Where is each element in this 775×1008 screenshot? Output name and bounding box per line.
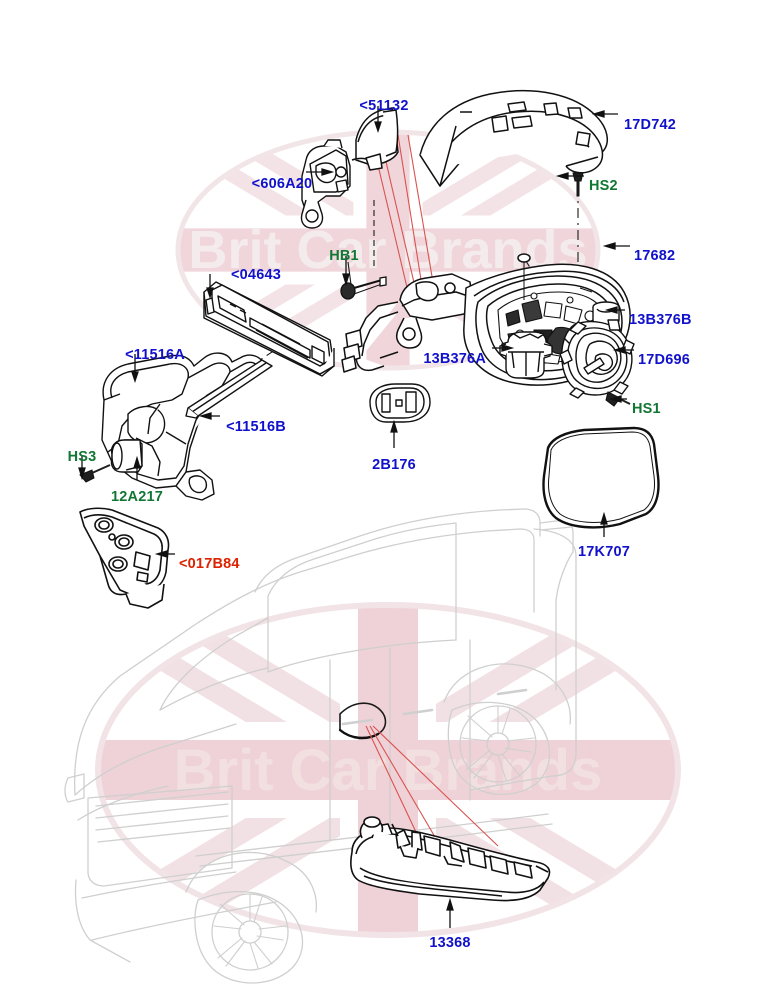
- part-label-606A20[interactable]: <606A20: [251, 176, 313, 192]
- part-HS2[interactable]: [572, 172, 584, 197]
- part-17D696[interactable]: [559, 319, 635, 399]
- part-label-11516B[interactable]: <11516B: [226, 419, 286, 435]
- fastener-label-HB1[interactable]: HB1: [329, 248, 359, 264]
- part-13368[interactable]: [350, 816, 551, 902]
- part-label-12A217[interactable]: 12A217: [111, 489, 163, 505]
- fastener-label-HS3[interactable]: HS3: [67, 449, 97, 465]
- part-017B84[interactable]: [79, 507, 170, 609]
- part-label-17682[interactable]: 17682: [634, 248, 676, 264]
- part-label-17D742[interactable]: 17D742: [624, 117, 676, 133]
- leader-lines-red: [365, 134, 597, 867]
- vehicle-outline: [64, 508, 577, 984]
- fastener-label-HS1[interactable]: HS1: [632, 401, 661, 417]
- part-label-13B376B[interactable]: 13B376B: [629, 312, 692, 328]
- watermark-bottom: Brit Car Brands: [95, 602, 681, 938]
- part-HS3[interactable]: [79, 464, 111, 483]
- part-51132[interactable]: [351, 107, 399, 171]
- watermark-text-bottom: Brit Car Brands: [174, 738, 603, 803]
- label-pointers: [78, 106, 634, 928]
- part-12A217[interactable]: [110, 439, 143, 473]
- part-17D742[interactable]: [419, 89, 609, 187]
- part-label-17D696[interactable]: 17D696: [638, 352, 690, 368]
- part-17K707[interactable]: [542, 426, 660, 529]
- part-2B176[interactable]: [369, 383, 431, 423]
- part-label-13368[interactable]: 13368: [429, 935, 471, 951]
- part-label-2B176[interactable]: 2B176: [372, 457, 416, 473]
- part-label-51132[interactable]: <51132: [359, 98, 409, 114]
- part-label-017B84[interactable]: <017B84: [179, 556, 240, 572]
- part-label-04643[interactable]: <04643: [231, 267, 281, 283]
- part-label-17K707[interactable]: 17K707: [578, 544, 630, 560]
- part-04643[interactable]: [203, 281, 335, 377]
- front-wheel: [194, 891, 304, 984]
- rear-wheel: [447, 701, 551, 795]
- fastener-label-HS2[interactable]: HS2: [589, 178, 618, 194]
- part-13B376A[interactable]: [499, 331, 553, 379]
- part-label-11516A[interactable]: <11516A: [125, 347, 185, 363]
- part-11516B[interactable]: [185, 359, 273, 419]
- part-HB1[interactable]: [340, 276, 387, 300]
- part-label-13B376A[interactable]: 13B376A: [423, 351, 486, 367]
